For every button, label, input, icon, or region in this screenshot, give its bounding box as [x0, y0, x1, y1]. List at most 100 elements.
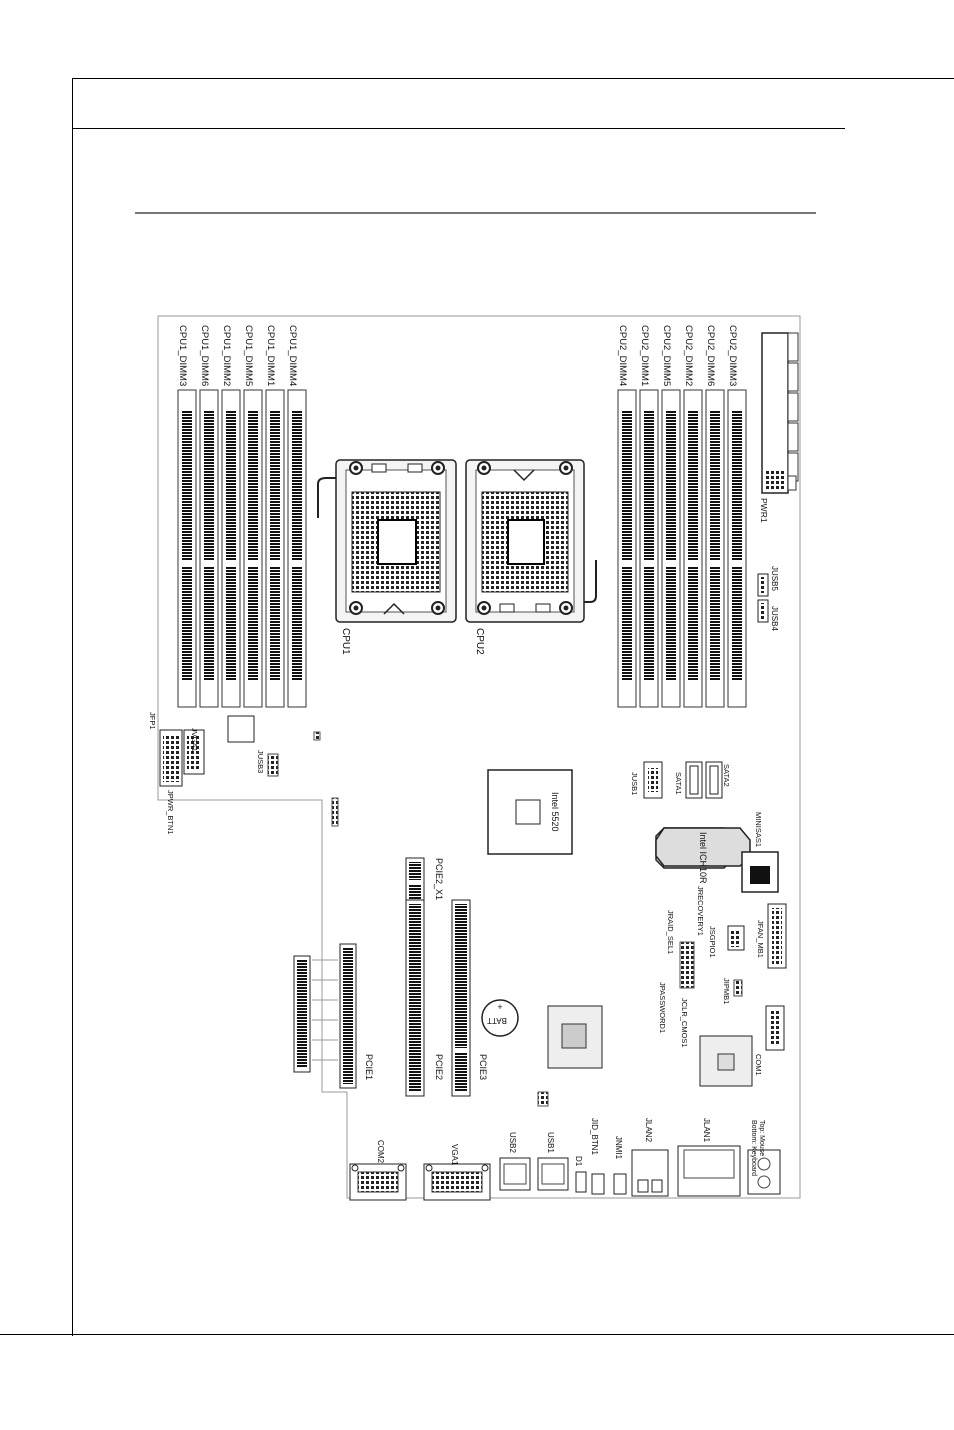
label-jpwr-btn1: JPWR_BTN1 — [166, 790, 175, 835]
ps2-mouse-keyboard-port — [747, 1149, 781, 1195]
battery — [481, 999, 519, 1037]
pcie1-slot — [293, 943, 357, 1089]
lan-controller-chip — [699, 1035, 753, 1087]
small-jumper-1 — [313, 731, 321, 741]
intel-ich10r-package — [655, 827, 751, 867]
label-jnmi1: JNMI1 — [614, 1136, 623, 1160]
label-cpu1: CPU1 — [340, 628, 351, 655]
board-outline — [157, 315, 801, 1199]
dimm-slot-cpu1-dimm3 — [177, 389, 197, 708]
label-cpu1-dimm3: CPU1_DIMM3 — [177, 325, 188, 386]
cpu2-dimm-slots — [617, 389, 747, 708]
label-pcie2-x1: PCIE2_X1 — [434, 858, 444, 900]
label-sata2: SATA2 — [722, 764, 731, 787]
label-cpu2: CPU2 — [474, 628, 485, 655]
jid-btn1-button — [591, 1173, 605, 1195]
label-intel-ich10r: Intel ICH10R — [698, 832, 708, 884]
header-bottom-rule — [72, 128, 845, 129]
jfan-mb1-header — [767, 903, 787, 969]
pcie3-slot — [451, 899, 471, 1097]
label-intel-5520: Intel 5520 — [550, 792, 560, 832]
dimm-slot-cpu1-dimm1 — [265, 389, 285, 708]
dimm-slot-cpu2-dimm4 — [617, 389, 637, 708]
d1-led — [575, 1171, 587, 1193]
usb1-port — [537, 1157, 569, 1191]
label-sata1: SATA1 — [674, 772, 683, 795]
label-com1: COM1 — [754, 1054, 763, 1076]
cpu1-dimm-slots — [177, 389, 307, 708]
label-batt-plus: + — [497, 1002, 502, 1012]
usb2-port — [499, 1157, 531, 1191]
label-jrecovery1: JRECOVERY1 — [696, 886, 705, 936]
pcie2-slot — [405, 899, 425, 1097]
intel-5520-chip — [487, 769, 573, 855]
label-jpassword1: JPASSWORD1 — [658, 982, 667, 1033]
left-margin-rule — [72, 78, 73, 1336]
jusb4-header — [757, 599, 769, 623]
dimm-slot-cpu1-dimm5 — [243, 389, 263, 708]
label-cpu2-dimm6: CPU2_DIMM6 — [705, 325, 716, 386]
label-ps2-bottom: Bottom: Keyboard — [750, 1120, 757, 1176]
label-jipmb1: JIPMB1 — [722, 978, 731, 1004]
label-usb2: USB2 — [508, 1132, 517, 1153]
dimm-slot-cpu2-dimm5 — [661, 389, 681, 708]
label-pcie2: PCIE2 — [434, 1054, 444, 1080]
label-cpu1-dimm2: CPU1_DIMM2 — [221, 325, 232, 386]
header-top-rule — [72, 78, 954, 79]
small-jumper-3 — [537, 1091, 549, 1107]
sata2-connector — [705, 761, 723, 799]
label-jvga1: JVGA1 — [190, 728, 199, 752]
label-d1: D1 — [574, 1156, 583, 1167]
jnmi1-button — [613, 1173, 627, 1195]
jvga1-header — [183, 729, 205, 775]
dimm-slot-cpu1-dimm4 — [287, 389, 307, 708]
label-cpu2-dimm4: CPU2_DIMM4 — [617, 325, 628, 386]
label-jusb5: JUSB5 — [770, 566, 779, 591]
cpu2-socket — [465, 459, 597, 623]
label-pcie3: PCIE3 — [478, 1054, 488, 1080]
bmc-chip — [227, 715, 255, 743]
label-cpu1-dimm1: CPU1_DIMM1 — [265, 325, 276, 386]
label-jid-btn1: JID_BTN1 — [590, 1118, 599, 1155]
com2-port — [349, 1163, 407, 1201]
minisas1-connector — [741, 851, 779, 893]
dimm-slot-cpu1-dimm2 — [221, 389, 241, 708]
label-cpu1-dimm6: CPU1_DIMM6 — [199, 325, 210, 386]
jlan1-port — [677, 1145, 741, 1197]
label-jclr-cmos1: JCLR_CMOS1 — [680, 998, 689, 1048]
label-usb1: USB1 — [546, 1132, 555, 1153]
label-ps2-top: Top: Mouse — [758, 1120, 765, 1156]
pwr1-connector — [761, 332, 799, 494]
cpu1-socket — [317, 459, 457, 623]
label-pwr1: PWR1 — [759, 498, 769, 523]
label-batt: BATT — [487, 1016, 507, 1025]
jsgpio1-header — [727, 925, 745, 951]
label-cpu2-dimm2: CPU2_DIMM2 — [683, 325, 694, 386]
label-jlan2: JLAN2 — [644, 1118, 653, 1143]
label-vga1: VGA1 — [450, 1144, 459, 1166]
vga-controller-chip — [547, 1005, 603, 1069]
jlan2-port — [631, 1149, 669, 1197]
footer-rule — [0, 1334, 954, 1335]
label-cpu2-dimm3: CPU2_DIMM3 — [727, 325, 738, 386]
vga1-port — [423, 1163, 491, 1201]
jusb3-header — [267, 753, 279, 777]
label-jfan-mb1: JFAN_MB1 — [756, 920, 765, 958]
jumper-block — [679, 941, 695, 989]
sata1-connector — [685, 761, 703, 799]
dimm-slot-cpu2-dimm1 — [639, 389, 659, 708]
label-cpu2-dimm5: CPU2_DIMM5 — [661, 325, 672, 386]
label-cpu1-dimm5: CPU1_DIMM5 — [243, 325, 254, 386]
dimm-slot-cpu2-dimm3 — [727, 389, 747, 708]
dimm-slot-cpu2-dimm6 — [705, 389, 725, 708]
jfp1-header — [159, 729, 183, 787]
small-jumper-2 — [331, 797, 339, 827]
label-com2: COM2 — [376, 1140, 385, 1164]
section-rule — [135, 212, 816, 214]
label-cpu2-dimm1: CPU2_DIMM1 — [639, 325, 650, 386]
label-jusb3: JUSB3 — [256, 750, 265, 773]
label-jfp1: JFP1 — [148, 712, 157, 730]
jusb5-header — [757, 573, 769, 597]
label-jsgpio1: JSGPIO1 — [708, 926, 717, 958]
